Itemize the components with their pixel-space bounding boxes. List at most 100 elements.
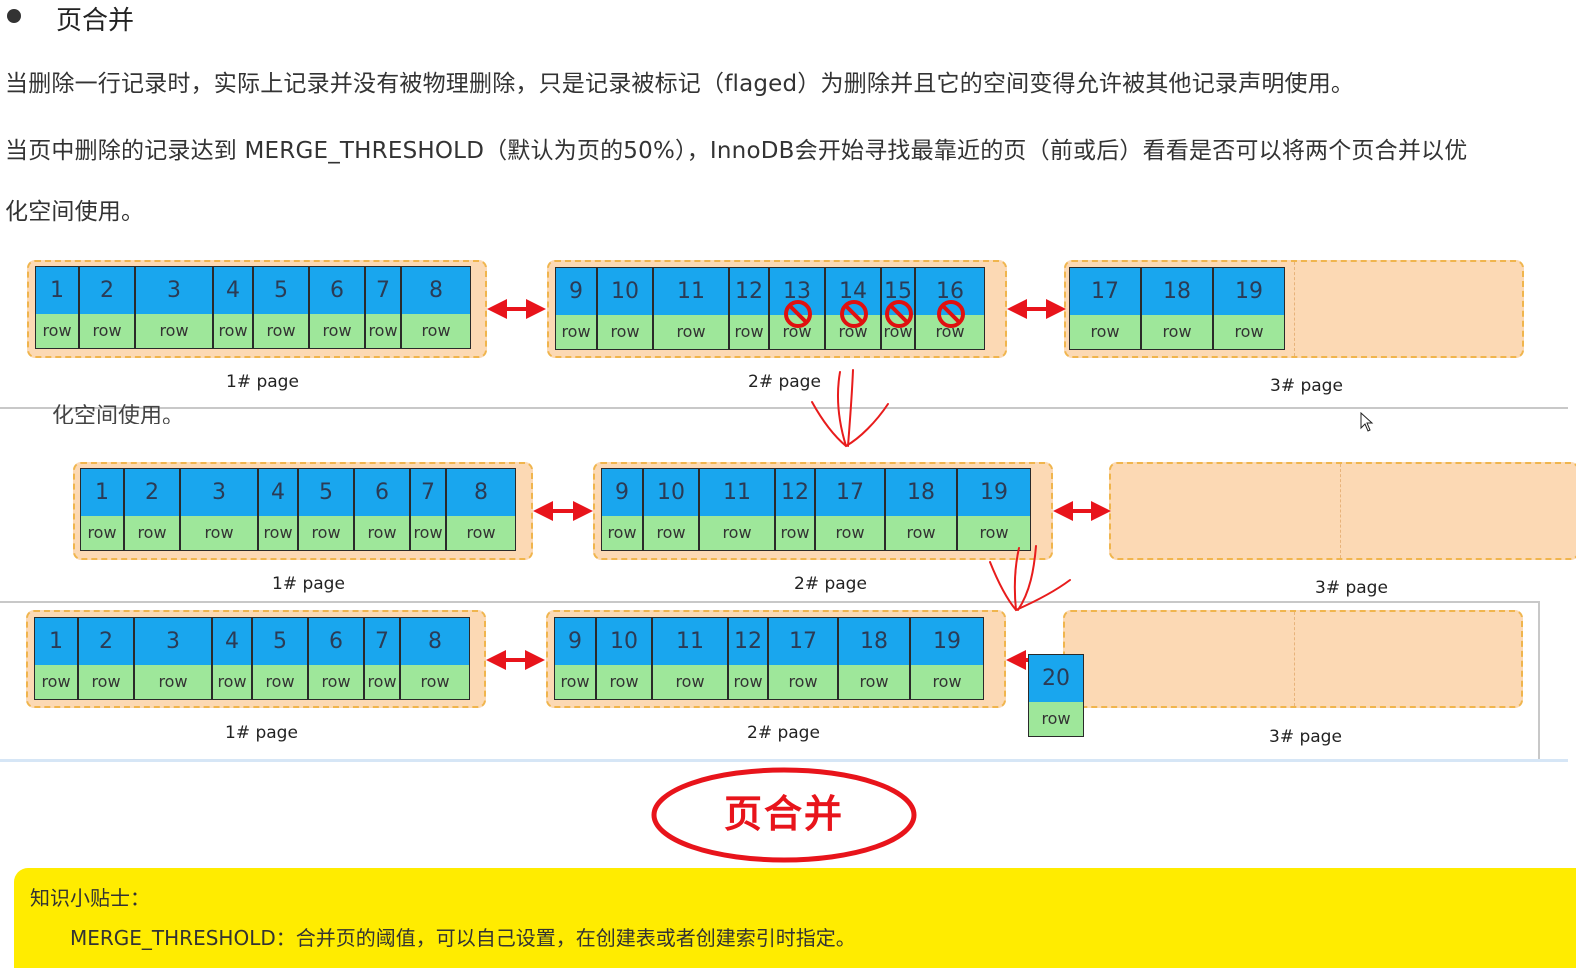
row-label: row bbox=[253, 665, 307, 699]
row-label: row bbox=[299, 516, 353, 550]
row-label: row bbox=[355, 516, 409, 550]
row-label: row bbox=[447, 516, 515, 550]
page-caption: 2# page bbox=[794, 574, 867, 594]
handwritten-arrow-icon bbox=[811, 369, 889, 448]
row-number: 1 bbox=[81, 469, 123, 517]
row-label: row bbox=[310, 314, 364, 348]
row-number: 10 bbox=[597, 618, 651, 666]
handwritten-arrow-icon bbox=[989, 545, 1071, 612]
row-label: row bbox=[769, 665, 837, 699]
row-number: 1 bbox=[36, 267, 78, 315]
page-caption: 1# page bbox=[272, 574, 345, 594]
row-label: row bbox=[259, 516, 297, 550]
row-label: row bbox=[770, 315, 824, 349]
row-label: row bbox=[916, 315, 984, 349]
row-number: 5 bbox=[253, 618, 307, 666]
cursor-icon bbox=[1360, 412, 1374, 432]
paragraph-merge-threshold: 当页中删除的记录达到 MERGE_THRESHOLD（默认为页的50%），Inn… bbox=[5, 138, 1468, 164]
ghost-paragraph-text: 化空间使用。 bbox=[52, 404, 185, 424]
heading-title: 页合并 bbox=[56, 6, 135, 36]
row-label: row bbox=[958, 516, 1030, 550]
row-label: row bbox=[598, 315, 652, 349]
row-number: 10 bbox=[644, 469, 698, 517]
row-label: row bbox=[1070, 315, 1140, 349]
row-label: row bbox=[181, 516, 257, 550]
row-number: 4 bbox=[213, 618, 251, 666]
oval-icon bbox=[651, 767, 917, 863]
row-number: 3 bbox=[135, 618, 211, 666]
row-label: row bbox=[80, 314, 134, 348]
page-caption: 3# page bbox=[1315, 578, 1388, 598]
knowledge-tip-box: 知识小贴士： MERGE_THRESHOLD：合并页的阈值，可以自己设置，在创建… bbox=[14, 868, 1576, 968]
row-number: 19 bbox=[958, 469, 1030, 517]
row-label: row bbox=[816, 516, 884, 550]
row-label: row bbox=[839, 665, 909, 699]
row-label: row bbox=[776, 516, 814, 550]
row-number: 17 bbox=[769, 618, 837, 666]
row-label: row bbox=[309, 665, 363, 699]
tip-title: 知识小贴士： bbox=[30, 886, 150, 910]
row-label: row bbox=[411, 516, 445, 550]
row-number: 11 bbox=[654, 268, 728, 316]
row-number: 16 bbox=[916, 268, 984, 316]
row-label: row bbox=[401, 665, 469, 699]
divider bbox=[1538, 601, 1540, 759]
row-label: row bbox=[136, 314, 212, 348]
row-label: row bbox=[1214, 315, 1284, 349]
row-number: 12 bbox=[776, 469, 814, 517]
page-3 bbox=[1063, 610, 1523, 708]
row-number: 4 bbox=[214, 267, 252, 315]
row-label: row bbox=[729, 665, 767, 699]
page-caption: 1# page bbox=[225, 723, 298, 743]
row-number: 18 bbox=[839, 618, 909, 666]
row-label: row bbox=[213, 665, 251, 699]
row-label: row bbox=[402, 314, 470, 348]
row-label: row bbox=[135, 665, 211, 699]
page-caption: 3# page bbox=[1270, 376, 1343, 396]
row-number: 20 bbox=[1029, 655, 1083, 703]
paragraph-delete-record: 当删除一行记录时，实际上记录并没有被物理删除，只是记录被标记（flaged）为删… bbox=[5, 71, 1355, 97]
row-label: row bbox=[886, 516, 956, 550]
row-number: 6 bbox=[309, 618, 363, 666]
row-number: 3 bbox=[136, 267, 212, 315]
row-number: 18 bbox=[886, 469, 956, 517]
page-caption: 2# page bbox=[747, 723, 820, 743]
bullet-icon bbox=[7, 9, 21, 23]
row-label: row bbox=[597, 665, 651, 699]
row-number: 17 bbox=[816, 469, 884, 517]
page-split-line bbox=[1294, 612, 1295, 706]
no-entry-icon bbox=[784, 300, 812, 328]
row-label: row bbox=[1142, 315, 1212, 349]
row-number: 10 bbox=[598, 268, 652, 316]
divider bbox=[0, 759, 1568, 762]
divider bbox=[0, 407, 1568, 409]
